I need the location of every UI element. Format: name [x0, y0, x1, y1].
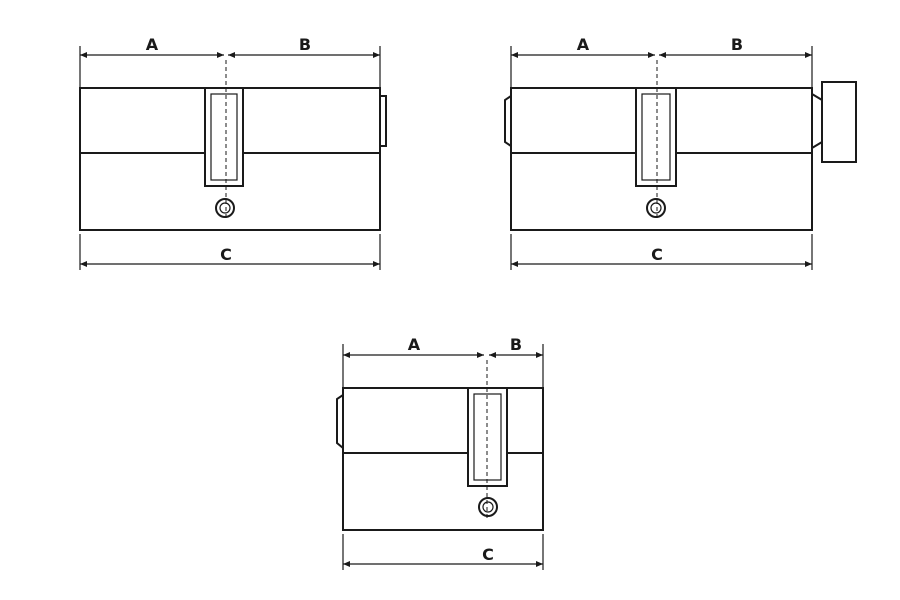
- thumbturn-neck: [811, 93, 823, 149]
- dimension-b-label: B: [299, 35, 311, 54]
- cylinder-body: [342, 452, 544, 531]
- cam: [210, 93, 238, 181]
- cam: [641, 93, 671, 181]
- fixing-screw-hole-inner: [219, 202, 231, 214]
- fixing-screw-hole: [478, 497, 498, 517]
- plug-housing: [342, 387, 469, 454]
- fixing-screw-hole: [215, 198, 235, 218]
- fixing-screw-hole: [646, 198, 666, 218]
- cam-slot: [635, 87, 677, 187]
- dimension-c-label: C: [482, 545, 494, 564]
- plug-end: [336, 394, 344, 449]
- plug-end: [504, 95, 512, 147]
- dimension-c-label: C: [651, 245, 663, 264]
- half-cylinder-diagram: A B C: [336, 335, 544, 570]
- plug-end: [380, 95, 387, 147]
- fixing-screw-hole-inner: [650, 202, 662, 214]
- half-body-block: [506, 387, 544, 454]
- dimension-b-label: B: [731, 35, 743, 54]
- thumbturn-cylinder-diagram: A B C: [504, 35, 857, 270]
- dimension-c-label: C: [220, 245, 232, 264]
- fixing-screw-hole-inner: [482, 501, 494, 513]
- dimension-a-label: A: [577, 35, 590, 54]
- dimension-a-label: A: [408, 335, 421, 354]
- dimension-b-label: B: [510, 335, 522, 354]
- dimension-a-label: A: [146, 35, 159, 54]
- thumbturn-knob: [821, 81, 857, 163]
- double-cylinder-diagram: A B C: [79, 35, 387, 270]
